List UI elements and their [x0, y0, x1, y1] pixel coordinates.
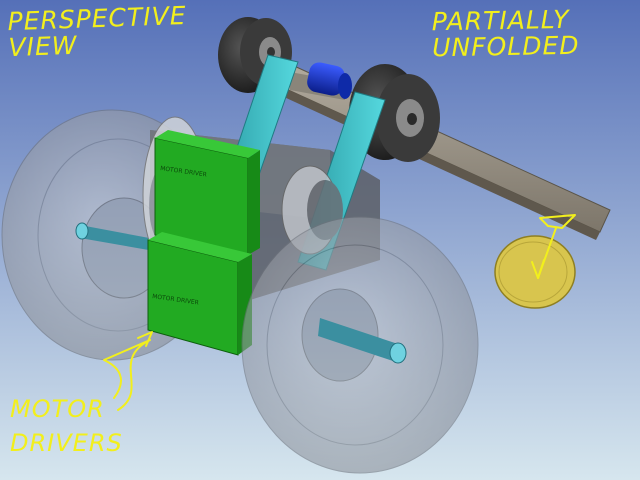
partially-unfolded-annotation: PARTIALLY UNFOLDED — [431, 5, 580, 63]
annotation-line: MOTOR — [10, 395, 105, 423]
motor-driver-board-lower: MOTOR DRIVER — [147, 232, 252, 356]
motor-drivers-annotation: MOTOR DRIVERS — [10, 392, 123, 460]
annotation-line: UNFOLDED — [431, 30, 580, 63]
arrow — [103, 331, 153, 411]
annotation-line: DRIVERS — [10, 429, 123, 457]
motor-driver-board-upper: MOTOR DRIVER — [154, 130, 260, 256]
annotation-line: PERSPECTIVE — [7, 0, 187, 37]
perspective-view-annotation: PERSPECTIVE VIEW — [7, 0, 188, 62]
arrow — [531, 214, 576, 279]
right-axle — [318, 318, 407, 364]
coupler — [290, 62, 352, 100]
left-axle — [75, 222, 160, 252]
